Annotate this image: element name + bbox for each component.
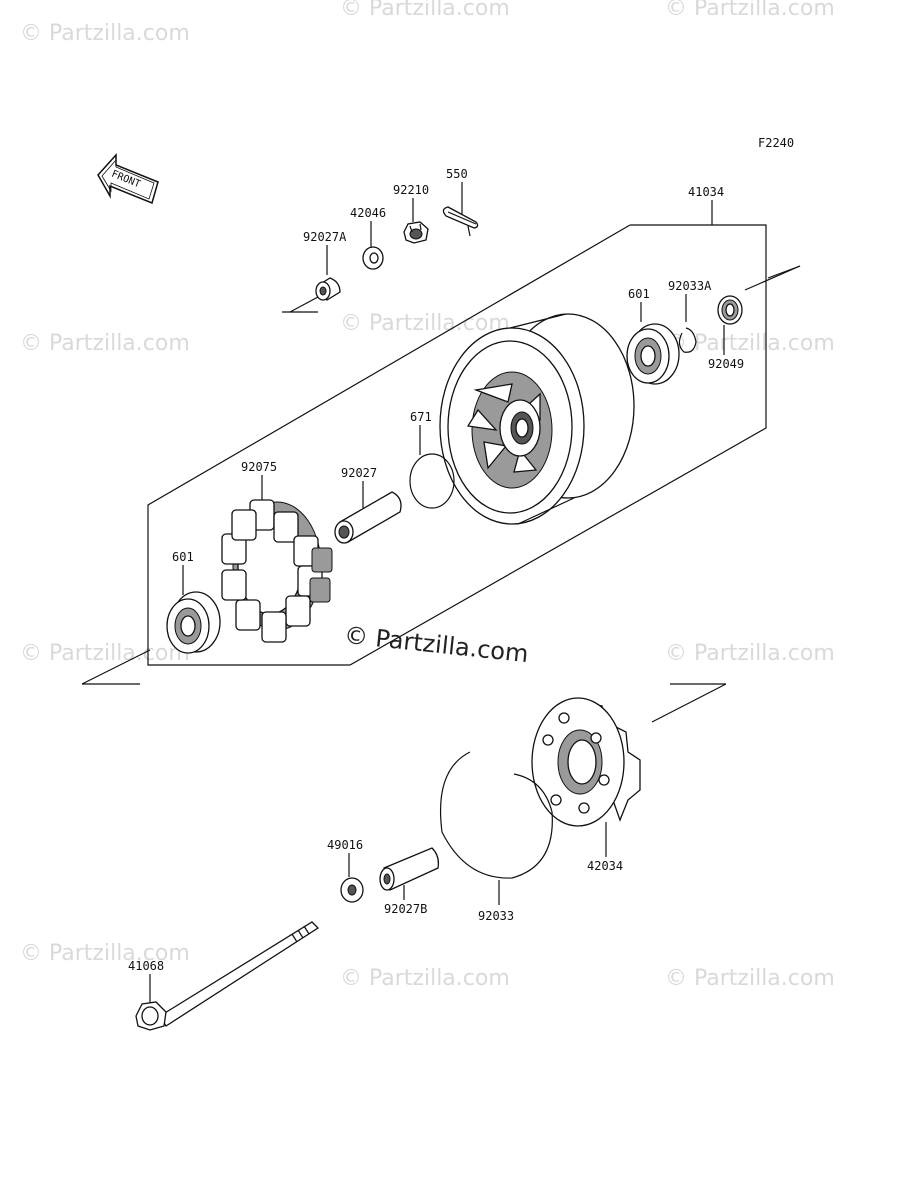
part-92027-collar: [334, 491, 402, 544]
watermark: © Partzilla.com: [665, 331, 835, 356]
figure-code: F2240: [758, 136, 794, 150]
watermark: © Partzilla.com: [20, 21, 190, 46]
callout-92027B: 92027B: [384, 902, 427, 916]
callout-labels: 41034 550 92210 42046 92027A 601 92033A …: [128, 167, 744, 973]
background-watermarks: © Partzilla.com © Partzilla.com © Partzi…: [20, 0, 835, 991]
callout-42046: 42046: [350, 206, 386, 220]
part-92027B-collar: [379, 847, 440, 891]
part-92210-nut: [403, 221, 429, 244]
part-550-cotter-pin: [442, 206, 479, 237]
callout-601-left: 601: [172, 550, 194, 564]
watermark: © Partzilla.com: [665, 966, 835, 991]
part-92033A-circlip: [678, 327, 697, 353]
callout-49016: 49016: [327, 838, 363, 852]
part-92033-snap-ring: [439, 751, 553, 879]
callout-92033: 92033: [478, 909, 514, 923]
assembly-bracket-41034: [81, 200, 801, 723]
part-92049-seal: [717, 295, 743, 325]
part-49016-washer: [340, 877, 364, 903]
callout-550: 550: [446, 167, 468, 181]
leader-lines: [149, 182, 725, 1003]
callout-42034: 42034: [587, 859, 623, 873]
callout-671: 671: [410, 410, 432, 424]
callout-41068: 41068: [128, 959, 164, 973]
part-671-o-ring: [409, 453, 455, 509]
watermark: © Partzilla.com: [20, 941, 190, 966]
part-rear-wheel-hub: [439, 313, 635, 525]
callout-41034: 41034: [688, 185, 724, 199]
callout-92075: 92075: [241, 460, 277, 474]
callout-92033A: 92033A: [668, 279, 712, 293]
front-direction-arrow: FRONT: [97, 153, 159, 205]
part-601-bearing-top: [626, 323, 680, 385]
watermark: © Partzilla.com: [340, 966, 510, 991]
callout-92049: 92049: [708, 357, 744, 371]
part-41068-axle: [135, 921, 320, 1031]
part-92027A-collar: [315, 277, 341, 301]
part-42046-washer: [362, 246, 384, 270]
watermark: © Partzilla.com: [340, 0, 510, 21]
callout-92210: 92210: [393, 183, 429, 197]
callout-601-top: 601: [628, 287, 650, 301]
watermark: © Partzilla.com: [665, 0, 835, 21]
part-42034-coupling: [531, 697, 641, 827]
callout-92027A: 92027A: [303, 230, 347, 244]
watermark: © Partzilla.com: [665, 641, 835, 666]
watermark: © Partzilla.com: [20, 331, 190, 356]
callout-92027: 92027: [341, 466, 377, 480]
part-601-bearing-left: [166, 591, 221, 654]
watermark: © Partzilla.com: [340, 311, 510, 336]
part-92075-damper: [221, 499, 333, 643]
main-watermark: © Partzilla.com: [343, 621, 530, 668]
watermark: © Partzilla.com: [20, 641, 190, 666]
